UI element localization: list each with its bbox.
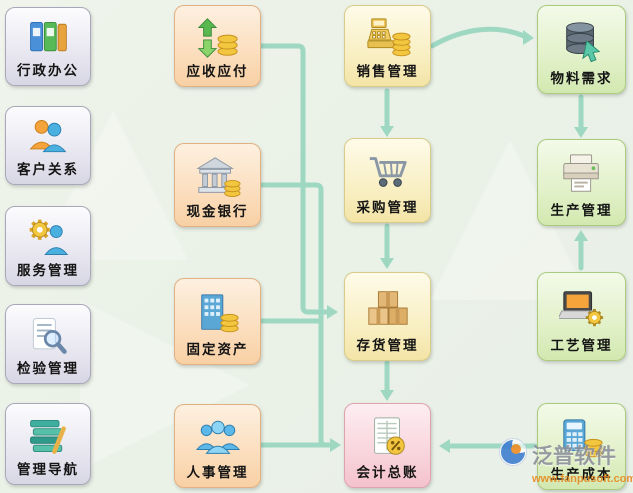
node-production-management[interactable]: 生产管理 <box>537 139 626 226</box>
calculator-coins-icon <box>559 409 605 467</box>
node-general-ledger[interactable]: 会计总账 <box>344 403 431 488</box>
node-label: 生产成本 <box>550 467 613 482</box>
sidebar-item-label: 服务管理 <box>17 263 79 278</box>
sidebar-item-admin-office[interactable]: 行政办公 <box>5 7 91 86</box>
vendor-logo-icon <box>498 437 528 472</box>
node-label: 销售管理 <box>356 64 419 79</box>
node-label: 物料需求 <box>550 71 613 86</box>
building-coins-icon <box>195 284 241 342</box>
printer-machine-icon <box>559 145 605 203</box>
sidebar-item-label: 行政办公 <box>17 63 79 78</box>
arrowhead <box>439 439 450 453</box>
database-arrow-icon <box>559 11 605 71</box>
node-label: 人事管理 <box>186 465 249 480</box>
arrow-sales-to-material <box>429 26 527 49</box>
sidebar-item-label: 管理导航 <box>17 462 79 477</box>
boxes-icon <box>365 278 411 338</box>
node-purchase-management[interactable]: 采购管理 <box>344 138 431 223</box>
bank-coins-icon <box>195 149 241 204</box>
binders-icon <box>26 13 70 63</box>
ledger-percent-icon <box>365 409 411 465</box>
arrowhead <box>523 30 534 45</box>
cash-register-coins-icon <box>365 11 411 64</box>
arrowhead <box>574 230 588 241</box>
people-group-icon <box>195 410 241 465</box>
node-label: 现金银行 <box>186 204 249 219</box>
arrowhead <box>380 126 394 137</box>
arrow-cash-to-ledger <box>258 182 333 448</box>
node-label: 生产管理 <box>550 203 613 218</box>
laptop-gear-icon <box>558 278 605 338</box>
shopping-cart-icon <box>365 144 411 200</box>
node-label: 固定资产 <box>186 342 249 357</box>
customer-people-icon <box>26 112 70 162</box>
magnifier-document-icon <box>26 310 70 361</box>
arrowhead <box>330 438 341 452</box>
node-label: 会计总账 <box>356 465 419 480</box>
arrowhead <box>380 390 394 401</box>
stacked-boards-pencil-icon <box>26 409 70 462</box>
sidebar-item-customer-relations[interactable]: 客户关系 <box>5 106 91 185</box>
arrowhead <box>574 127 588 138</box>
sidebar-item-label: 检验管理 <box>17 361 79 376</box>
node-fixed-assets[interactable]: 固定资产 <box>174 278 261 365</box>
node-inventory-management[interactable]: 存货管理 <box>344 272 431 361</box>
node-process-management[interactable]: 工艺管理 <box>537 272 626 361</box>
node-label: 应收应付 <box>186 64 249 79</box>
node-label: 采购管理 <box>356 200 419 215</box>
arrowhead <box>327 305 338 319</box>
node-label: 工艺管理 <box>550 338 613 353</box>
arrow-receivables-to-inventory <box>258 43 331 315</box>
node-material-requirements[interactable]: 物料需求 <box>537 5 626 94</box>
sidebar-item-label: 客户关系 <box>17 162 79 177</box>
sidebar-item-service-management[interactable]: 服务管理 <box>5 206 91 286</box>
node-production-cost[interactable]: 生产成本 <box>537 403 626 490</box>
service-gear-person-icon <box>26 212 70 263</box>
node-cash-bank[interactable]: 现金银行 <box>174 143 261 227</box>
node-receivables-payables[interactable]: 应收应付 <box>174 5 261 87</box>
sidebar-item-management-navigation[interactable]: 管理导航 <box>5 403 91 485</box>
arrows-coins-icon <box>195 11 241 64</box>
node-label: 存货管理 <box>356 338 419 353</box>
arrowhead <box>380 258 394 269</box>
node-hr-management[interactable]: 人事管理 <box>174 404 261 488</box>
sidebar-item-inspection-management[interactable]: 检验管理 <box>5 304 91 384</box>
node-sales-management[interactable]: 销售管理 <box>344 5 431 87</box>
